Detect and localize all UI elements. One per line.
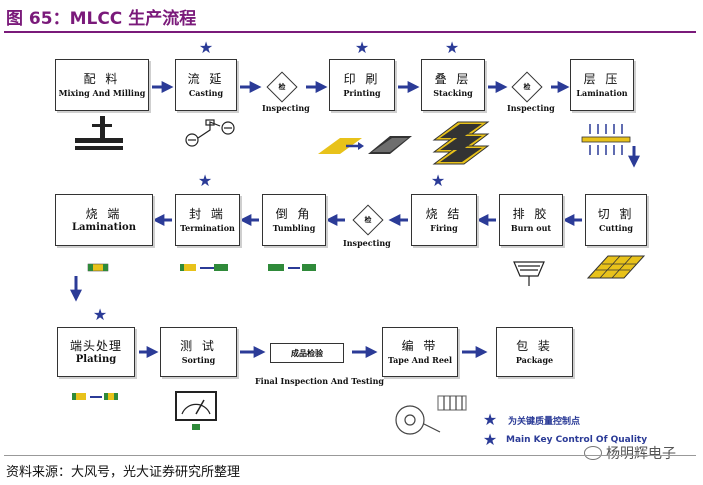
key-control-star: ★ — [197, 171, 213, 190]
sorting-gauge-illustration — [175, 391, 217, 430]
footer-divider — [4, 455, 696, 456]
step-stacking-box: 叠 层 Stacking — [421, 59, 485, 111]
step-package-en: Package — [515, 355, 554, 365]
step-tape-cn: 编 带 — [401, 339, 439, 353]
figure-title: 图 65：MLCC 生产流程 — [6, 9, 197, 29]
step-tumbling-en: Tumbling — [272, 223, 316, 233]
step-package-box: 包 装 Package — [496, 327, 573, 377]
step-tape-box: 编 带 Tape And Reel — [382, 327, 458, 377]
legend-star-icon: ★ — [482, 430, 498, 449]
step-printing-box: 印 刷 Printing — [329, 59, 395, 111]
key-control-star: ★ — [430, 171, 446, 190]
step-cutting-cn: 切 割 — [597, 207, 635, 221]
step-burnout-en: Burn out — [510, 223, 552, 233]
step-package-cn: 包 装 — [516, 339, 553, 353]
inspect-mark-3: 检 — [364, 216, 372, 224]
source-note: 资料来源：大风号，光大证券研究所整理 — [6, 465, 241, 480]
legend-star-icon: ★ — [482, 410, 498, 429]
step-firing-box: 烧 结 Firing — [411, 194, 477, 246]
step-casting-en: Casting — [188, 88, 224, 98]
step-mixing-cn: 配 料 — [83, 72, 121, 86]
step-termination-box: 封 端 Termination — [175, 194, 240, 246]
step-termination-en: Termination — [180, 223, 235, 233]
step-sorting-box: 测 试 Sorting — [160, 327, 237, 377]
step-tumbling-cn: 倒 角 — [275, 207, 313, 221]
step-burnout-box: 排 胶 Burn out — [499, 194, 563, 246]
key-control-star: ★ — [444, 38, 460, 57]
key-control-star: ★ — [354, 38, 370, 57]
inspect-mark-1: 检 — [278, 83, 286, 91]
step-mixing-box: 配 料 Mixing And Milling — [55, 59, 149, 111]
step-lamination1-cn: 层 压 — [583, 72, 621, 86]
watermark: 杨明辉电子 — [584, 443, 676, 463]
step-lamination1-en: Lamination — [576, 88, 628, 98]
inspect-label-2: Inspecting — [507, 103, 555, 113]
mixing-mill-illustration — [75, 116, 123, 150]
step-tumbling-box: 倒 角 Tumbling — [262, 194, 326, 246]
step-mixing-en: Mixing And Milling — [58, 88, 146, 98]
step-termination-cn: 封 端 — [189, 207, 226, 221]
step-casting-box: 流 延 Casting — [175, 59, 237, 111]
step-stacking-en: Stacking — [433, 88, 473, 98]
step-sorting-en: Sorting — [181, 355, 216, 365]
cutting-illustration — [586, 255, 646, 279]
step-final-en: Final Inspection And Testing — [255, 376, 385, 386]
step-lamination1-box: 层 压 Lamination — [570, 59, 634, 111]
key-control-star: ★ — [198, 38, 214, 57]
inspect-label-1: Inspecting — [262, 103, 310, 113]
step-plating-en: Plating — [75, 354, 117, 365]
step-stacking-cn: 叠 层 — [434, 72, 472, 86]
wechat-icon — [584, 446, 602, 460]
step-burnout-cn: 排 胶 — [512, 207, 550, 221]
step-cutting-en: Cutting — [598, 223, 634, 233]
step-firing-en: Firing — [430, 223, 458, 233]
chip-illustrations — [72, 263, 316, 400]
step-printing-cn: 印 刷 — [343, 72, 381, 86]
step-cutting-box: 切 割 Cutting — [585, 194, 647, 246]
tape-reel-illustration — [395, 395, 467, 435]
step-lamination2-en: Lamination — [72, 222, 136, 233]
step-lamination2-cn: 烧 端 — [85, 207, 123, 221]
step-tape-en: Tape And Reel — [387, 355, 453, 365]
inspect-mark-2: 检 — [523, 83, 531, 91]
step-final-cn: 成品检验 — [291, 348, 323, 358]
burnout-tray-illustration — [513, 261, 545, 286]
step-plating-cn: 端头处理 — [69, 339, 122, 353]
legend-key-quality-en: Main Key Control Of Quality — [506, 435, 648, 445]
step-firing-cn: 烧 结 — [425, 207, 463, 221]
title-divider — [4, 31, 696, 33]
step-plating-box: 端头处理 Plating — [57, 327, 135, 377]
key-control-star: ★ — [92, 305, 108, 324]
legend-key-quality-cn: 为关键质量控制点 — [508, 417, 581, 427]
watermark-text: 杨明辉电子 — [606, 446, 676, 462]
step-final-box: 成品检验 — [270, 343, 344, 363]
casting-machine-illustration — [185, 119, 235, 147]
stacking-illustration — [432, 121, 490, 165]
printing-sheets-illustration — [318, 136, 412, 154]
step-lamination2-box: 烧 端 Lamination — [55, 194, 153, 246]
step-sorting-cn: 测 试 — [180, 339, 217, 353]
step-printing-en: Printing — [343, 88, 381, 98]
inspect-label-3: Inspecting — [343, 238, 391, 248]
lamination-press-illustration — [581, 124, 631, 155]
step-casting-cn: 流 延 — [187, 72, 225, 86]
